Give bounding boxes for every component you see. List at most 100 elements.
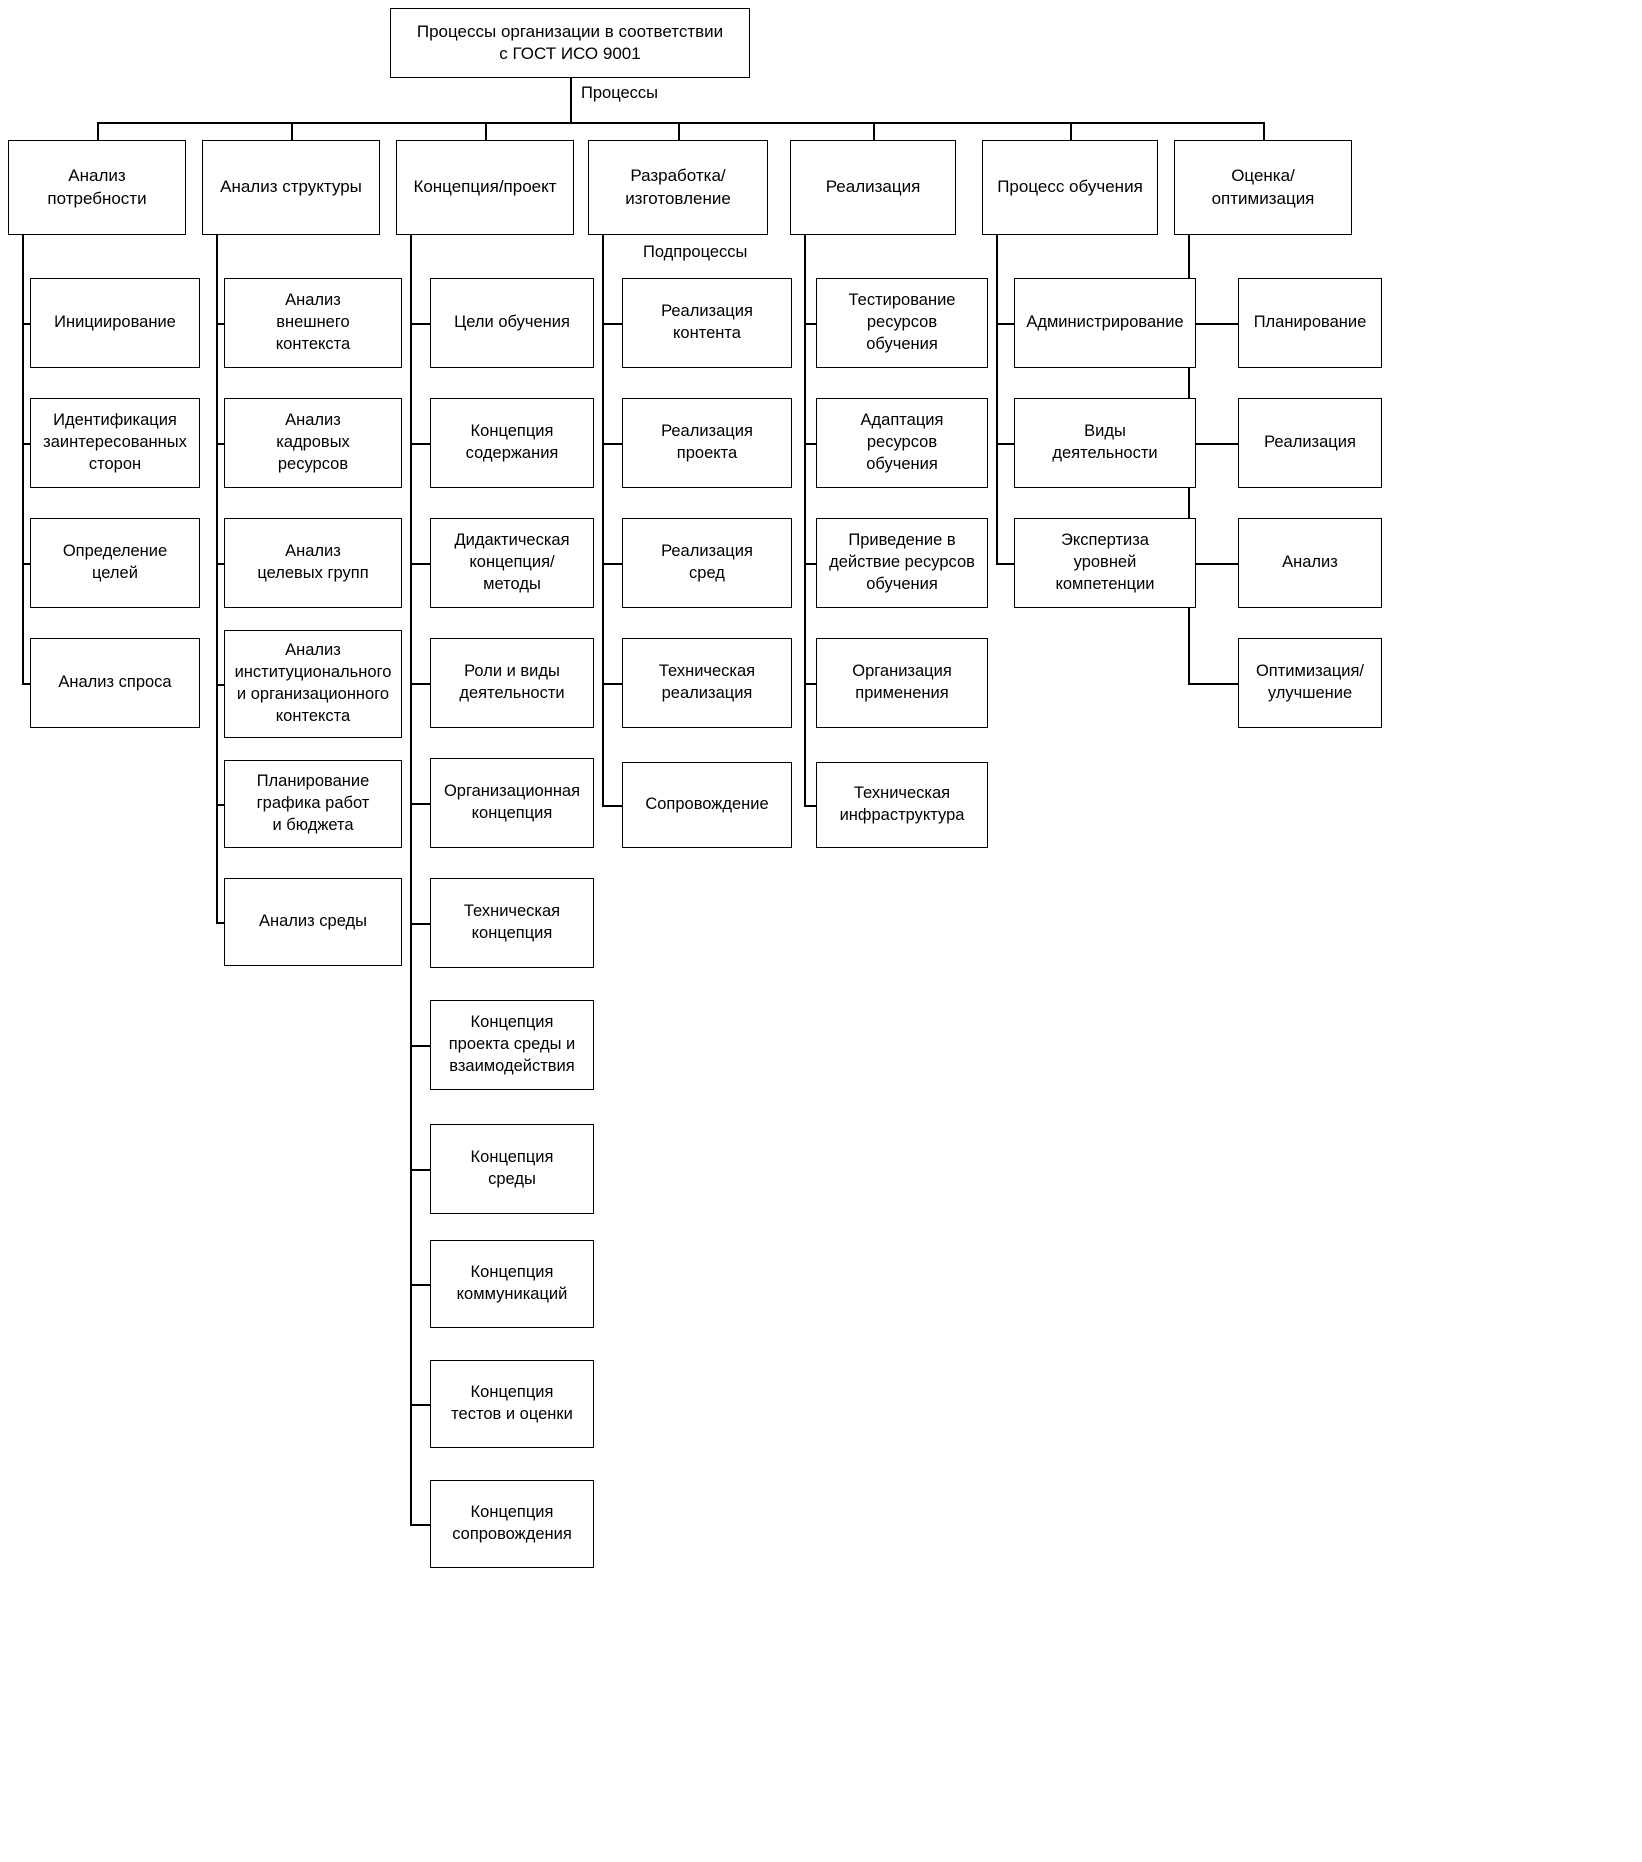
subprocess-ocenka-optimizaciya-3: Оптимизация/ улучшение [1238,638,1382,728]
column-header-koncepciya-proekt: Концепция/проект [396,140,574,235]
edge-label-subprocesses: Подпроцессы [638,243,753,262]
drop-to-ocenka-optimizaciya [1263,122,1265,140]
connector-razrabotka-izgotovlenie-2 [602,563,622,565]
subprocess-process-obucheniya-1: Виды деятельности [1014,398,1196,488]
connector-koncepciya-proekt-0 [410,323,430,325]
spine-analiz-struktury [216,235,218,922]
connector-analiz-struktury-5 [216,922,224,924]
subprocess-koncepciya-proekt-1: Концепция содержания [430,398,594,488]
connector-analiz-struktury-3 [216,684,224,686]
connector-koncepciya-proekt-10 [410,1524,430,1526]
connector-analiz-potrebnosti-0 [22,323,30,325]
column-header-razrabotka-izgotovlenie: Разработка/ изготовление [588,140,768,235]
subprocess-analiz-potrebnosti-2: Определение целей [30,518,200,608]
connector-razrabotka-izgotovlenie-1 [602,443,622,445]
spine-process-obucheniya [996,235,998,563]
subprocess-process-obucheniya-0: Администрирование [1014,278,1196,368]
subprocess-analiz-struktury-1: Анализ кадровых ресурсов [224,398,402,488]
subprocess-razrabotka-izgotovlenie-2: Реализация сред [622,518,792,608]
subprocess-ocenka-optimizaciya-2: Анализ [1238,518,1382,608]
spine-razrabotka-izgotovlenie [602,235,604,805]
subprocess-razrabotka-izgotovlenie-4: Сопровождение [622,762,792,848]
subprocess-realizaciya-4: Техническая инфраструктура [816,762,988,848]
connector-koncepciya-proekt-7 [410,1169,430,1171]
connector-ocenka-optimizaciya-0 [1188,323,1238,325]
subprocess-koncepciya-proekt-2: Дидактическая концепция/ методы [430,518,594,608]
subprocess-process-obucheniya-2: Экспертиза уровней компетенции [1014,518,1196,608]
subprocess-analiz-potrebnosti-3: Анализ спроса [30,638,200,728]
connector-razrabotka-izgotovlenie-0 [602,323,622,325]
connector-realizaciya-1 [804,443,816,445]
connector-analiz-potrebnosti-3 [22,683,30,685]
connector-analiz-potrebnosti-2 [22,563,30,565]
subprocess-ocenka-optimizaciya-0: Планирование [1238,278,1382,368]
connector-koncepciya-proekt-5 [410,923,430,925]
connector-realizaciya-2 [804,563,816,565]
connector-koncepciya-proekt-3 [410,683,430,685]
drop-to-analiz-potrebnosti [97,122,99,140]
connector-koncepciya-proekt-6 [410,1045,430,1047]
connector-process-obucheniya-1 [996,443,1014,445]
column-header-analiz-struktury: Анализ структуры [202,140,380,235]
connector-process-obucheniya-2 [996,563,1014,565]
subprocess-koncepciya-proekt-9: Концепция тестов и оценки [430,1360,594,1448]
subprocess-koncepciya-proekt-7: Концепция среды [430,1124,594,1214]
subprocess-razrabotka-izgotovlenie-3: Техническая реализация [622,638,792,728]
subprocess-analiz-struktury-3: Анализ институционального и организацион… [224,630,402,738]
column-header-process-obucheniya: Процесс обучения [982,140,1158,235]
connector-analiz-struktury-0 [216,323,224,325]
root-stem [570,78,572,122]
subprocess-analiz-struktury-5: Анализ среды [224,878,402,966]
subprocess-analiz-struktury-2: Анализ целевых групп [224,518,402,608]
connector-koncepciya-proekt-8 [410,1284,430,1286]
subprocess-koncepciya-proekt-3: Роли и виды деятельности [430,638,594,728]
connector-ocenka-optimizaciya-3 [1188,683,1238,685]
subprocess-analiz-potrebnosti-0: Инициирование [30,278,200,368]
drop-to-koncepciya-proekt [485,122,487,140]
subprocess-koncepciya-proekt-8: Концепция коммуникаций [430,1240,594,1328]
drop-to-analiz-struktury [291,122,293,140]
subprocess-realizaciya-1: Адаптация ресурсов обучения [816,398,988,488]
connector-koncepciya-proekt-2 [410,563,430,565]
connector-analiz-struktury-1 [216,443,224,445]
subprocess-analiz-struktury-0: Анализ внешнего контекста [224,278,402,368]
subprocess-koncepciya-proekt-10: Концепция сопровождения [430,1480,594,1568]
connector-razrabotka-izgotovlenie-3 [602,683,622,685]
connector-realizaciya-4 [804,805,816,807]
subprocess-razrabotka-izgotovlenie-0: Реализация контента [622,278,792,368]
subprocess-koncepciya-proekt-6: Концепция проекта среды и взаимодействия [430,1000,594,1090]
edge-label-processes: Процессы [576,84,664,103]
spine-koncepciya-proekt [410,235,412,1524]
subprocess-realizaciya-2: Приведение в действие ресурсов обучения [816,518,988,608]
subprocess-koncepciya-proekt-0: Цели обучения [430,278,594,368]
subprocess-koncepciya-proekt-4: Организационная концепция [430,758,594,848]
subprocess-realizaciya-0: Тестирование ресурсов обучения [816,278,988,368]
root-box: Процессы организации в соответствии с ГО… [390,8,750,78]
connector-razrabotka-izgotovlenie-4 [602,805,622,807]
connector-koncepciya-proekt-1 [410,443,430,445]
level1-bus [97,122,1263,124]
drop-to-razrabotka-izgotovlenie [678,122,680,140]
column-header-ocenka-optimizaciya: Оценка/ оптимизация [1174,140,1352,235]
subprocess-realizaciya-3: Организация применения [816,638,988,728]
column-header-analiz-potrebnosti: Анализ потребности [8,140,186,235]
drop-to-realizaciya [873,122,875,140]
connector-ocenka-optimizaciya-2 [1188,563,1238,565]
spine-analiz-potrebnosti [22,235,24,683]
connector-analiz-potrebnosti-1 [22,443,30,445]
connector-ocenka-optimizaciya-1 [1188,443,1238,445]
connector-analiz-struktury-2 [216,563,224,565]
spine-realizaciya [804,235,806,805]
connector-realizaciya-0 [804,323,816,325]
drop-to-process-obucheniya [1070,122,1072,140]
connector-realizaciya-3 [804,683,816,685]
subprocess-koncepciya-proekt-5: Техническая концепция [430,878,594,968]
connector-analiz-struktury-4 [216,804,224,806]
subprocess-analiz-potrebnosti-1: Идентификация заинтересованных сторон [30,398,200,488]
column-header-realizaciya: Реализация [790,140,956,235]
connector-koncepciya-proekt-4 [410,803,430,805]
connector-koncepciya-proekt-9 [410,1404,430,1406]
subprocess-razrabotka-izgotovlenie-1: Реализация проекта [622,398,792,488]
subprocess-analiz-struktury-4: Планирование графика работ и бюджета [224,760,402,848]
